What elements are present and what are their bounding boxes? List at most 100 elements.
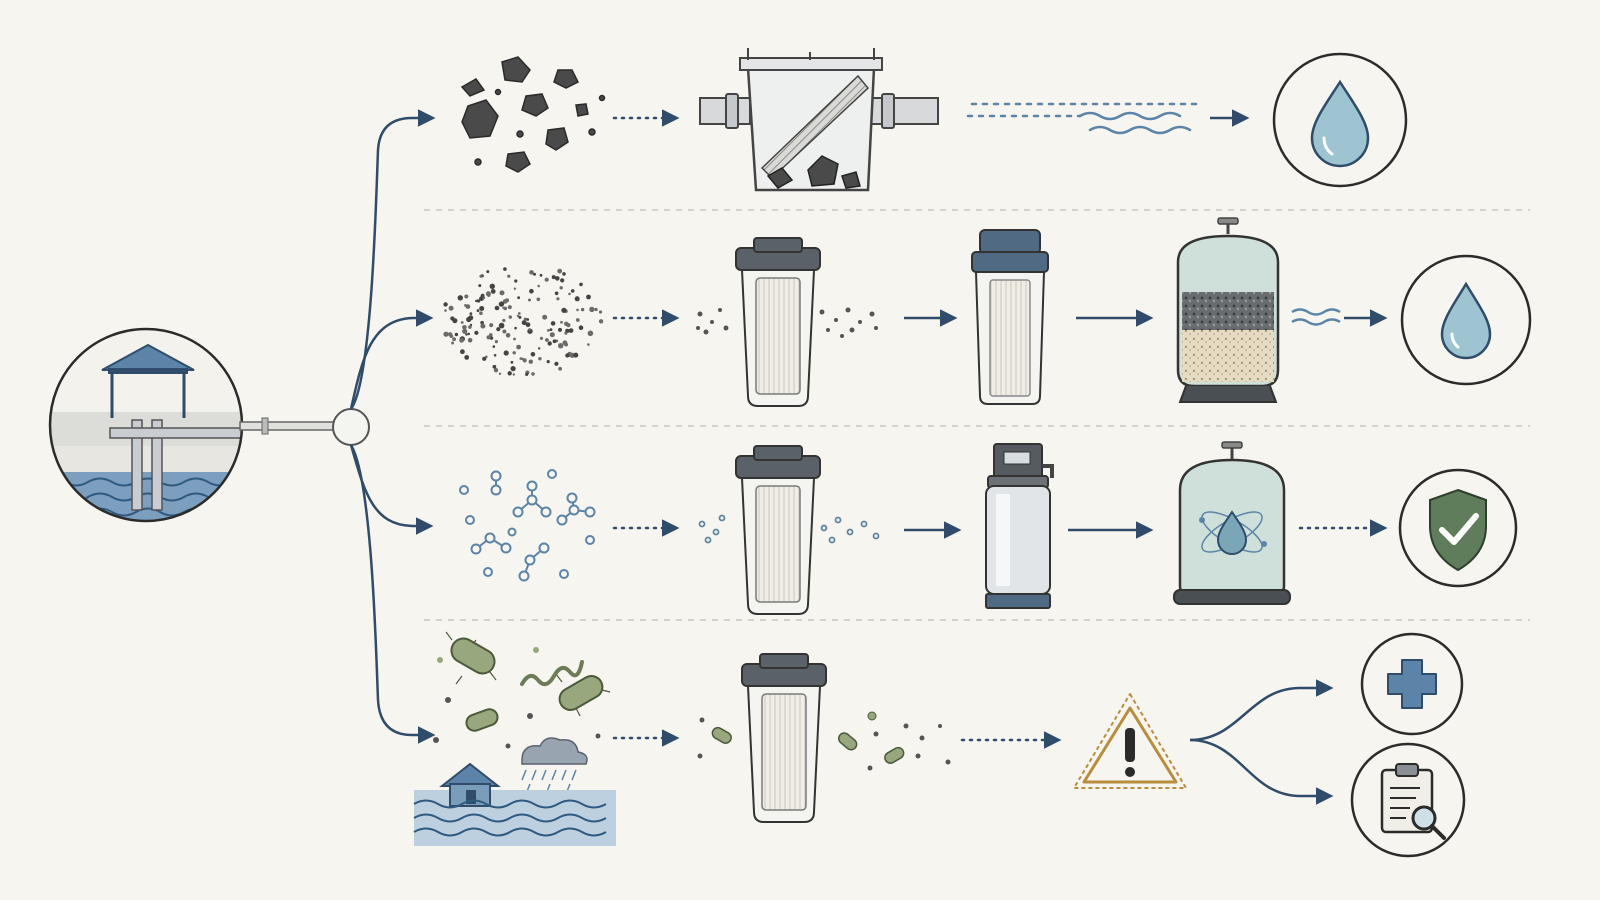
particle-dot: [568, 292, 571, 296]
well-pump-icon: [48, 327, 244, 523]
dots-left: [696, 308, 729, 335]
particle-dot: [573, 352, 579, 358]
particle-dot: [513, 337, 516, 341]
cartridge-filter-icon: [735, 237, 821, 407]
particle-dot: [555, 276, 560, 281]
particle-dot: [518, 315, 522, 319]
particle-dot: [562, 272, 566, 276]
particle-dot: [586, 294, 591, 300]
particle-dot: [462, 325, 467, 330]
particle-dot: [525, 372, 529, 376]
cartridge-filter-icon: [741, 653, 827, 823]
dots-right: [819, 307, 878, 338]
warning-triangle-icon: [1073, 693, 1187, 789]
particle-dot: [465, 304, 471, 309]
particle-dot: [508, 315, 512, 319]
particle-dot: [476, 309, 480, 312]
particle-dot: [544, 277, 549, 282]
particle-dot: [464, 294, 469, 299]
particle-dot: [554, 361, 559, 366]
particle-dot: [587, 343, 590, 346]
particle-dot: [551, 275, 556, 280]
particle-dot: [530, 352, 536, 357]
cartridge-filter-icon: [735, 445, 821, 615]
particle-dot: [449, 334, 454, 338]
particle-dot: [489, 323, 494, 328]
particle-dot: [475, 299, 478, 303]
particle-dot: [448, 305, 454, 311]
particle-dot: [502, 318, 506, 323]
particle-dot: [493, 368, 499, 373]
water-flow-lines: [966, 102, 1204, 135]
particle-dot: [479, 311, 483, 316]
particle-dot: [554, 291, 559, 296]
particle-dot: [476, 299, 481, 303]
particle-dot: [560, 278, 565, 283]
particle-dot: [512, 373, 515, 376]
particle-dot: [559, 286, 563, 290]
particle-dot: [462, 328, 468, 334]
particle-dot: [480, 323, 486, 329]
water-drop-icon: [1400, 254, 1532, 386]
particle-dot: [562, 340, 568, 346]
particle-dot: [528, 359, 533, 364]
particle-dot: [547, 329, 550, 332]
particle-dot: [467, 337, 473, 343]
particle-dot: [502, 329, 507, 334]
particle-dot: [503, 350, 509, 356]
particle-dot: [499, 290, 505, 296]
particle-dot: [498, 322, 505, 329]
particle-dot: [494, 340, 498, 344]
particle-dot: [482, 356, 487, 361]
particle-dot: [498, 301, 505, 307]
particle-dot: [486, 335, 491, 340]
particle-dot: [493, 354, 497, 357]
particle-dot: [490, 289, 496, 294]
particle-dot: [531, 372, 535, 376]
particle-dot: [502, 299, 508, 304]
particle-dot: [492, 364, 497, 369]
particle-dot: [451, 341, 455, 345]
particle-dot: [538, 357, 542, 361]
particle-dot: [507, 274, 511, 278]
particle-dot: [479, 274, 483, 278]
particle-dot: [538, 347, 541, 350]
particle-dot: [479, 306, 485, 311]
particle-dot: [467, 332, 471, 336]
particle-dot: [528, 328, 531, 331]
water-drop-icon: [1272, 52, 1408, 188]
particle-dot: [485, 291, 491, 297]
particle-dot: [514, 279, 518, 283]
outlet-pipe: [239, 408, 370, 446]
particle-dot: [474, 330, 479, 335]
media-tank-icon: [1176, 217, 1280, 403]
particle-dot: [517, 296, 520, 300]
particle-dot: [478, 284, 482, 288]
particle-dot: [516, 344, 521, 350]
particle-dot: [529, 270, 534, 275]
clipboard-inspection-icon: [1350, 742, 1466, 858]
particle-dot: [539, 273, 543, 277]
particle-dot: [549, 328, 553, 331]
particle-dot: [460, 349, 465, 355]
particle-dot: [450, 316, 455, 321]
particle-dot: [594, 307, 598, 312]
particle-dot: [480, 320, 484, 325]
particle-dot: [460, 321, 464, 324]
cartridge-filter-icon: [971, 229, 1049, 405]
particle-dot: [510, 360, 514, 364]
particle-dot: [469, 312, 473, 315]
particle-dot: [566, 323, 571, 328]
particle-dot: [557, 268, 563, 274]
particle-dot: [443, 302, 448, 307]
outcome-split-arrows: [1189, 679, 1334, 805]
particle-dot: [489, 283, 495, 289]
particle-dot: [465, 333, 468, 336]
particle-dot: [574, 296, 580, 302]
particle-dot: [464, 355, 470, 360]
sediment-trap-icon: [699, 48, 939, 192]
particle-dot: [579, 282, 583, 287]
particle-dot: [539, 336, 544, 340]
water-softener-icon: [985, 443, 1054, 609]
particle-dot: [542, 314, 548, 320]
